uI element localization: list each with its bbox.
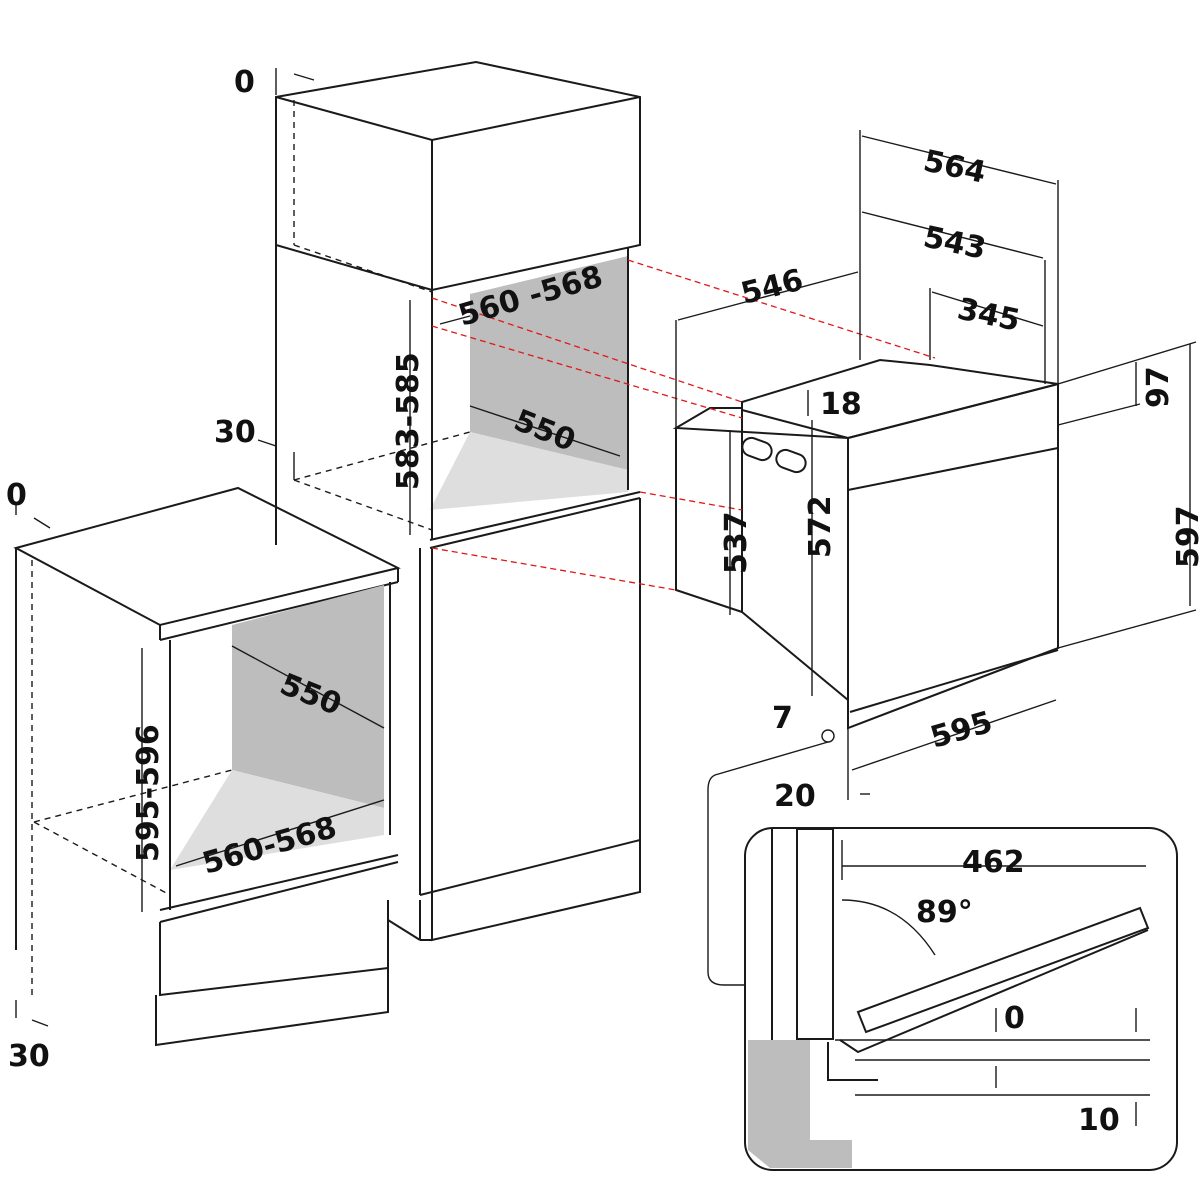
oven-bottom-gap: 7 [772, 701, 793, 736]
under-niche-floor [170, 770, 384, 870]
tall-cabinet [275, 60, 641, 942]
tall-niche-height: 583-585 [391, 352, 426, 490]
tall-side-offset: 30 [214, 415, 256, 450]
dimension-labels: 0 560 -568 583-585 550 30 0 550 595-596 … [6, 65, 1200, 1138]
under-counter-cabinet [13, 486, 401, 1047]
oven-height-inner: 572 [803, 495, 838, 558]
oven-top-step: 18 [820, 387, 862, 422]
vent-left [741, 436, 773, 462]
tall-niche-floor [430, 432, 628, 510]
detail-frame [744, 827, 1178, 1171]
oven-top-rear: 345 [954, 292, 1023, 339]
under-niche-height: 595-596 [131, 724, 166, 862]
door-top-gap: 0 [1004, 1001, 1025, 1036]
door-depth: 462 [962, 845, 1025, 880]
vent-right [775, 448, 807, 474]
oven-height-body: 537 [719, 511, 754, 574]
oven-depth-front: 546 [737, 263, 806, 312]
detail-inset [707, 741, 1178, 1171]
oven-height-total: 597 [1171, 505, 1200, 568]
tall-niche-back [470, 256, 628, 470]
door-angle: 89° [916, 895, 973, 930]
detail-marker [821, 729, 835, 743]
under-top-clearance: 0 [6, 478, 27, 513]
under-bottom-offset: 30 [8, 1039, 50, 1074]
dimension-lines [15, 68, 1197, 1027]
tall-top-clearance: 0 [234, 65, 255, 100]
oven-panel-height: 97 [1141, 366, 1176, 408]
oven-front-thickness: 20 [774, 779, 816, 814]
oven-depth-body: 543 [920, 220, 989, 267]
oven-width: 595 [927, 705, 997, 756]
oven-depth-overall: 564 [920, 144, 989, 191]
under-niche-back [232, 585, 384, 808]
projection-lines [431, 259, 936, 591]
door-bottom-gap: 10 [1078, 1103, 1120, 1138]
